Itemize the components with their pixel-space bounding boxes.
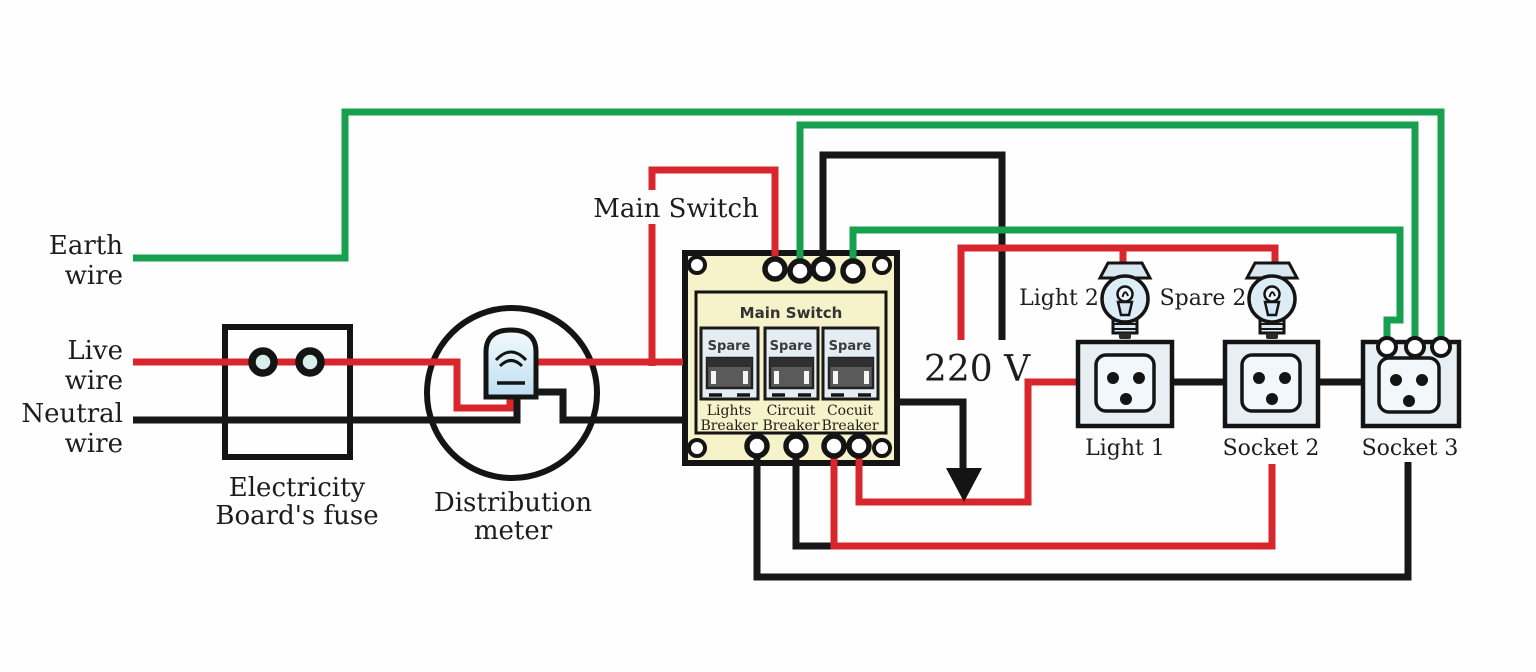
socket2-label: Socket 2 bbox=[1223, 436, 1320, 461]
meter-label-line1: Distribution bbox=[434, 488, 593, 518]
breaker-status-label: Spare bbox=[708, 339, 751, 354]
live-run-socket2 bbox=[830, 446, 1276, 550]
down-arrow-icon bbox=[946, 468, 982, 502]
fuse-element bbox=[248, 347, 278, 377]
socket-pin-hole bbox=[1279, 372, 1291, 384]
neutral-stub-bottom bbox=[792, 446, 836, 550]
socket-pin-hole bbox=[1266, 393, 1278, 405]
light2-label: Light 2 bbox=[1019, 286, 1099, 311]
earth-wires bbox=[133, 108, 1445, 348]
earth-wire-label-line1: Earth bbox=[49, 231, 123, 261]
corner-hole bbox=[872, 255, 892, 275]
breaker-name-line2: Breaker bbox=[762, 418, 819, 434]
light-bulb-light2 bbox=[1098, 261, 1152, 341]
meter-fuse-cartridge bbox=[483, 327, 539, 400]
socket-3 bbox=[1360, 330, 1462, 429]
meter-label-line2: meter bbox=[474, 516, 553, 546]
socket-pin-hole bbox=[1403, 395, 1415, 407]
terminal bbox=[783, 433, 809, 459]
spare2-label: Spare 2 bbox=[1160, 286, 1247, 311]
corner-hole bbox=[687, 255, 707, 275]
terminal bbox=[1376, 336, 1398, 358]
breaker-name-line1: Cocuit bbox=[827, 403, 873, 419]
socket-pin-hole bbox=[1133, 372, 1145, 384]
earth-branch-2 bbox=[796, 121, 1419, 348]
terminal bbox=[846, 433, 872, 459]
socket-pin-hole bbox=[1416, 374, 1428, 386]
breaker-name-line1: Lights bbox=[707, 403, 752, 419]
live-wire-label-line2: wire bbox=[65, 366, 123, 396]
socket-pin-hole bbox=[1253, 372, 1265, 384]
breaker-status-label: Spare bbox=[829, 339, 872, 354]
live-wires bbox=[133, 166, 1279, 550]
distribution-meter-circle bbox=[424, 305, 600, 481]
neutral-return-socket3 bbox=[753, 446, 1412, 581]
socket-light1 bbox=[1075, 339, 1175, 429]
corner-hole bbox=[872, 438, 892, 458]
neutral-wire-run bbox=[133, 388, 683, 424]
main-switch-label-backdrop bbox=[598, 190, 754, 224]
earth-wire-run bbox=[133, 108, 1445, 348]
voltage-label: 220 V bbox=[924, 349, 1031, 390]
earth-wire-label-line2: wire bbox=[65, 261, 123, 291]
socket-pin-hole bbox=[1107, 372, 1119, 384]
terminal bbox=[840, 258, 866, 284]
main-switch-label: Main Switch bbox=[593, 194, 759, 224]
terminal bbox=[787, 258, 813, 284]
breaker-name-line1: Circuit bbox=[767, 403, 816, 419]
neutral-wire-label-line1: Neutral bbox=[21, 399, 123, 429]
earth-branch-3 bbox=[849, 226, 1404, 348]
breaker-lights: Spare Lights Breaker bbox=[699, 326, 760, 434]
live-wire-label-line1: Live bbox=[67, 336, 123, 366]
labels: Earth wire Live wire Neutral wire Electr… bbox=[21, 190, 1458, 546]
breaker-spare: Spare Cocuit Breaker bbox=[821, 326, 880, 434]
terminal bbox=[744, 433, 770, 459]
main-switch-panel-title: Main Switch bbox=[740, 304, 843, 322]
breaker-name-line2: Breaker bbox=[821, 418, 878, 434]
electricity-board-fuse-box bbox=[222, 324, 353, 460]
terminal bbox=[821, 433, 847, 459]
neutral-wire-label-line2: wire bbox=[65, 429, 123, 459]
live-run-light1 bbox=[855, 378, 1082, 506]
terminal bbox=[1430, 336, 1452, 358]
fuse-element bbox=[295, 347, 325, 377]
live-wire-loop-to-terminal bbox=[648, 166, 779, 366]
live-wire-in bbox=[133, 358, 514, 412]
terminal bbox=[810, 256, 836, 282]
socket3-label: Socket 3 bbox=[1362, 436, 1459, 461]
light1-label: Light 1 bbox=[1085, 436, 1165, 461]
neutral-wires bbox=[133, 151, 1412, 581]
socket-pin-hole bbox=[1120, 393, 1132, 405]
main-switch-terminals bbox=[744, 256, 872, 459]
socket-2 bbox=[1222, 339, 1321, 429]
light-bulb-spare2 bbox=[1245, 261, 1299, 341]
terminal bbox=[1404, 336, 1426, 358]
breaker-status-label: Spare bbox=[770, 339, 813, 354]
breaker-name-line2: Breaker bbox=[700, 418, 757, 434]
board-fuse-label-line1: Electricity bbox=[229, 473, 366, 503]
board-fuse-label-line2: Board's fuse bbox=[215, 501, 378, 531]
neutral-arrow-stem bbox=[894, 398, 967, 474]
breaker-circuit: Spare Circuit Breaker bbox=[762, 326, 820, 434]
main-switch-unit: Main Switch Spare Lights Breaker Spare C… bbox=[682, 250, 900, 466]
corner-hole bbox=[687, 438, 707, 458]
live-feed-bulbs bbox=[957, 244, 1279, 340]
socket-pin-hole bbox=[1390, 374, 1402, 386]
terminal bbox=[762, 256, 788, 282]
